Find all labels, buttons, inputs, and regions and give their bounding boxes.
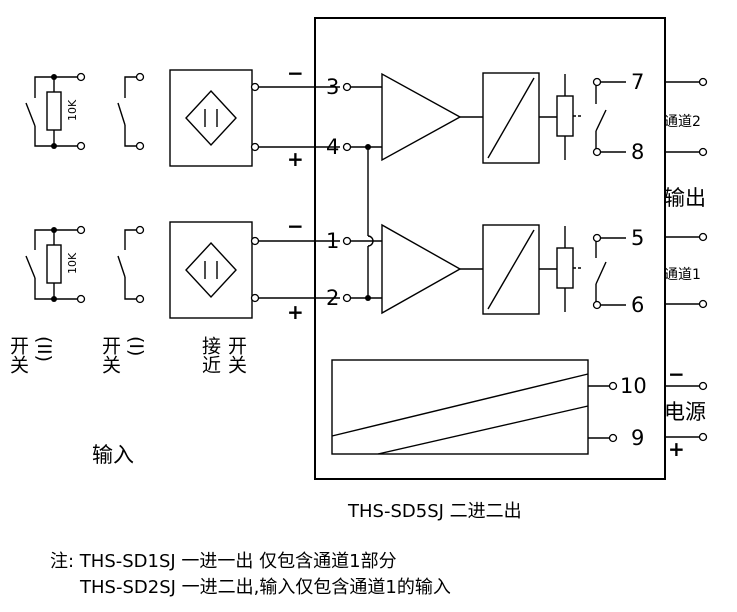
plus-sign: +: [287, 300, 304, 324]
channel-1-label: 通道1: [664, 267, 701, 283]
module-box: [314, 17, 666, 480]
relay-coil-channel-2: [556, 95, 574, 137]
power-label: 电源: [664, 400, 706, 424]
amplifier-channel-2: [381, 72, 462, 162]
amplifier-channel-1: [381, 223, 462, 315]
switch-2-label: 开关: [7, 336, 29, 374]
channel-2-label: 通道2: [664, 114, 701, 130]
terminal-10-label: 10: [620, 374, 647, 398]
proximity-switch-2: [169, 69, 253, 167]
isolator-channel-2: [482, 72, 540, 164]
minus-sign: −: [287, 61, 304, 85]
proximity-switch-1: [169, 221, 253, 319]
terminal-3-label: 3: [326, 75, 339, 99]
terminal-7-label: 7: [631, 70, 644, 94]
switch-1-label: 开关: [99, 336, 121, 374]
switch-1-type: (I): [125, 336, 147, 356]
input-label: 输入: [92, 443, 134, 467]
terminal-5-label: 5: [631, 226, 644, 250]
note-line-1: 注: THS-SD1SJ 一进一出 仅包含通道1部分: [50, 551, 397, 572]
proximity-label: 接近: [199, 336, 221, 374]
proximity-type: 开关: [225, 336, 247, 374]
terminal-2-label: 2: [326, 286, 339, 310]
terminal-8-label: 8: [631, 140, 644, 164]
resistor-label: 10K: [66, 99, 79, 121]
plus-sign: +: [668, 437, 685, 461]
resistor-label: 10K: [66, 252, 79, 274]
terminal-9-label: 9: [631, 426, 644, 450]
switch-2-type: (II): [33, 336, 55, 362]
terminal-6-label: 6: [631, 293, 644, 317]
note-line-2: THS-SD2SJ 一进二出,输入仅包含通道1的输入: [80, 577, 451, 598]
terminal-4-label: 4: [326, 135, 339, 159]
terminal-1-label: 1: [326, 229, 339, 253]
minus-sign: −: [287, 214, 304, 238]
relay-coil-channel-1: [556, 247, 574, 289]
plus-sign: +: [287, 147, 304, 171]
power-supply-block: [331, 359, 589, 455]
model-caption: THS-SD5SJ 二进二出: [348, 501, 522, 522]
output-label: 输出: [664, 186, 706, 210]
minus-sign: −: [668, 362, 685, 386]
